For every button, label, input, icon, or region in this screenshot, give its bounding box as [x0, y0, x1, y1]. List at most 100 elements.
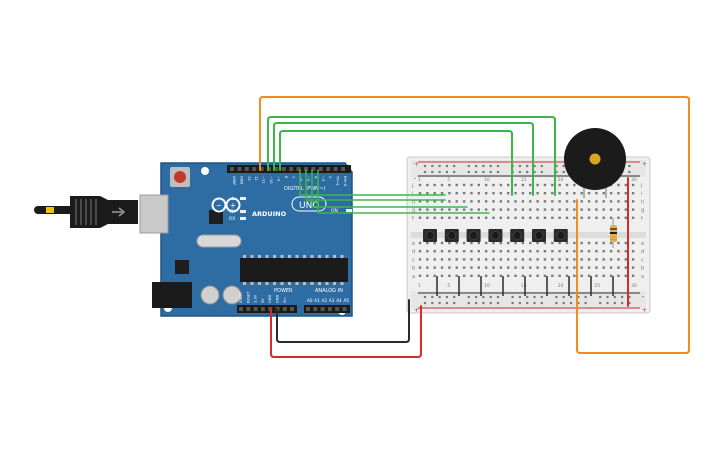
hole	[529, 192, 532, 195]
hole	[580, 274, 583, 277]
hole	[558, 250, 561, 253]
rail-hole	[511, 295, 514, 299]
hole	[529, 274, 532, 277]
hole	[631, 183, 635, 187]
hole	[558, 274, 561, 277]
rail-hole	[533, 164, 536, 168]
rail-hole	[562, 170, 565, 174]
power-pin-label: GND	[268, 295, 272, 303]
hole	[499, 192, 503, 195]
hole	[631, 216, 635, 219]
pushbutton[interactable]	[532, 229, 546, 242]
header-pin	[313, 307, 318, 311]
hole	[602, 266, 605, 269]
mcu-pins	[243, 255, 344, 285]
pushbutton[interactable]	[488, 229, 503, 242]
chip-pin	[318, 282, 321, 285]
digital-pin-label: 7	[291, 176, 295, 178]
chip-pin	[303, 282, 306, 285]
hole	[514, 216, 517, 219]
hole	[580, 208, 583, 211]
hole	[521, 241, 525, 245]
chip-pin	[280, 282, 284, 285]
chip-pin	[333, 282, 336, 285]
hole	[448, 216, 451, 219]
hole	[595, 241, 598, 245]
uno-text: UNO	[299, 201, 319, 211]
digital-pin-label: 4	[313, 176, 317, 179]
column-number: 15	[521, 283, 527, 289]
hole	[624, 241, 627, 245]
arduino-logo: − +	[211, 197, 241, 213]
hole	[470, 250, 473, 253]
hole	[609, 274, 613, 277]
rail-hole	[540, 295, 543, 299]
hole	[455, 183, 458, 187]
rail-plus-label-bottom-left: +	[414, 307, 419, 314]
hole	[587, 216, 591, 219]
hole	[462, 274, 466, 277]
hole	[595, 200, 598, 203]
hole	[536, 208, 539, 211]
rail-hole	[423, 170, 427, 174]
chip-pin	[340, 282, 344, 285]
led-tx-label: TX	[228, 209, 235, 215]
header-pin	[326, 167, 331, 171]
pushbutton[interactable]	[466, 229, 481, 242]
hole	[580, 266, 583, 269]
hole	[543, 200, 547, 203]
hole	[426, 216, 429, 219]
hole	[470, 258, 473, 261]
header-pin	[246, 307, 251, 311]
hole	[433, 241, 436, 245]
mount-hole	[201, 167, 209, 175]
rail-plus-label-top-right: +	[642, 161, 647, 168]
column-number: 15	[521, 177, 527, 183]
button-wire-6	[311, 169, 468, 208]
column-number: 1	[418, 283, 421, 289]
hole	[631, 266, 635, 269]
hole	[624, 200, 627, 203]
hole	[470, 200, 473, 203]
hole	[477, 266, 480, 269]
hole	[551, 208, 554, 211]
column-number: 30	[631, 283, 637, 289]
hole	[440, 274, 444, 277]
rail-minus-label-top-left: -	[414, 175, 416, 182]
hole	[462, 266, 466, 269]
hole	[580, 192, 583, 195]
hole	[507, 192, 510, 195]
hole	[499, 241, 503, 245]
header-pin	[335, 307, 340, 311]
chip-pin	[258, 282, 261, 285]
rail-hole	[555, 295, 558, 299]
power-pin-label: 5V	[261, 298, 265, 303]
header-pin	[341, 167, 345, 171]
rail-hole	[482, 170, 485, 174]
row-letter: g	[641, 208, 644, 214]
reset-button[interactable]	[174, 171, 186, 183]
hole	[631, 208, 635, 211]
chip-pin	[273, 255, 276, 258]
power-header	[237, 305, 297, 313]
hole	[426, 208, 429, 211]
pushbutton[interactable]	[423, 229, 437, 242]
hole	[631, 250, 635, 253]
row-letter: b	[641, 266, 644, 272]
capacitor	[222, 285, 242, 305]
chip-pin	[295, 282, 299, 285]
hole	[440, 216, 444, 219]
hole	[580, 216, 583, 219]
rail-hole	[475, 164, 478, 168]
pushbutton[interactable]	[510, 229, 525, 242]
chip-pin	[288, 282, 291, 285]
column-number: 20	[558, 283, 564, 289]
hole	[455, 274, 458, 277]
pushbutton[interactable]	[444, 229, 459, 242]
hole	[455, 258, 458, 261]
rail-hole	[584, 295, 587, 299]
hole	[484, 192, 488, 195]
pushbutton[interactable]	[553, 229, 568, 242]
